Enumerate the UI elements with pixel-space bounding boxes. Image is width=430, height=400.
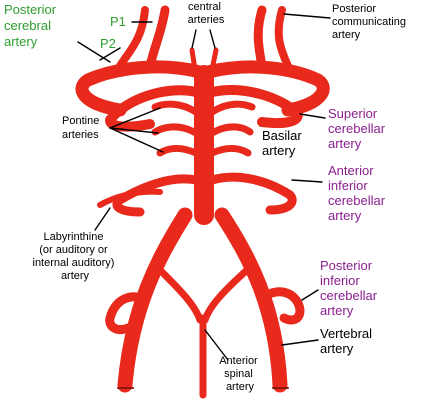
leader-posterior-cerebral — [77, 41, 111, 63]
left-pontine-branch-3 — [156, 145, 200, 157]
right-pontine-branch-1 — [208, 100, 256, 116]
label-vertebral-artery: Vertebral artery — [320, 326, 376, 356]
right-pontine-branch-2 — [208, 123, 254, 137]
leader-pontine-2 — [109, 127, 159, 134]
leader-labyrinthine — [94, 207, 111, 231]
label-labyrinthine: Labyrinthine (or auditory or internal au… — [33, 231, 118, 282]
label-anterior-spinal: Anterior spinal artery — [219, 355, 261, 393]
right-vertebral-artery — [214, 207, 288, 393]
leader-p2 — [99, 47, 121, 61]
leader-posterior-inferior-cerebellar — [301, 289, 319, 301]
left-anterior-inferior-cerebellar-artery — [112, 174, 201, 217]
right-posterior-cerebral-artery — [201, 60, 330, 117]
leader-central-b — [209, 29, 216, 49]
leader-central-a — [191, 29, 197, 49]
left-pontine-branch-1 — [151, 100, 200, 116]
leader-posterior-communicating — [283, 13, 331, 19]
labyrinthine-artery — [97, 188, 163, 208]
left-posterior-cerebral-artery — [75, 60, 207, 117]
central-artery-2 — [209, 47, 219, 73]
artery-vessels — [75, 5, 330, 399]
left-pontine-branch-2 — [151, 123, 200, 137]
left-superior-cerebellar-artery — [105, 85, 201, 132]
label-superior-cerebellar: Superior cerebellar artery — [328, 106, 389, 151]
anterior-spinal-right-branch — [201, 266, 251, 324]
leader-pontine-3 — [109, 127, 164, 153]
right-p1-segment — [253, 5, 267, 71]
right-superior-cerebellar-artery — [207, 85, 303, 128]
leader-anterior-inferior-cerebellar — [291, 179, 323, 183]
label-posterior-communicating: Posterior communicating artery — [332, 3, 409, 41]
leader-lines — [77, 13, 331, 361]
labels: Posterior cerebral artery P1 P2 central … — [4, 1, 409, 393]
left-p1-segment — [145, 5, 170, 71]
leader-superior-cerebellar — [299, 113, 326, 119]
left-posterior-communicating — [116, 6, 149, 70]
right-pontine-branch-3 — [208, 145, 252, 157]
label-posterior-inferior-cerebellar: Posterior inferior cerebellar artery — [320, 258, 381, 318]
label-p2: P2 — [100, 36, 116, 51]
central-artery-1 — [189, 47, 198, 73]
leader-anterior-spinal — [204, 329, 229, 361]
leader-pontine-1 — [109, 107, 161, 129]
label-anterior-inferior-cerebellar: Anterior inferior cerebellar artery — [328, 163, 389, 223]
left-vertebral-artery — [117, 207, 193, 393]
left-posterior-inferior-cerebellar-artery — [105, 292, 150, 335]
label-pontine-arteries: Pontine arteries — [62, 115, 102, 141]
right-posterior-inferior-cerebellar-artery — [257, 287, 305, 325]
right-anterior-inferior-cerebellar-artery — [207, 172, 297, 215]
right-posterior-communicating — [274, 6, 292, 70]
label-central-arteries: central arteries — [188, 1, 225, 26]
leader-vertebral — [281, 339, 319, 346]
label-posterior-cerebral: Posterior cerebral artery — [4, 2, 60, 49]
anterior-spinal-left-branch — [156, 266, 204, 324]
label-p1: P1 — [110, 14, 126, 29]
label-basilar-artery: Basilar artery — [262, 128, 305, 158]
